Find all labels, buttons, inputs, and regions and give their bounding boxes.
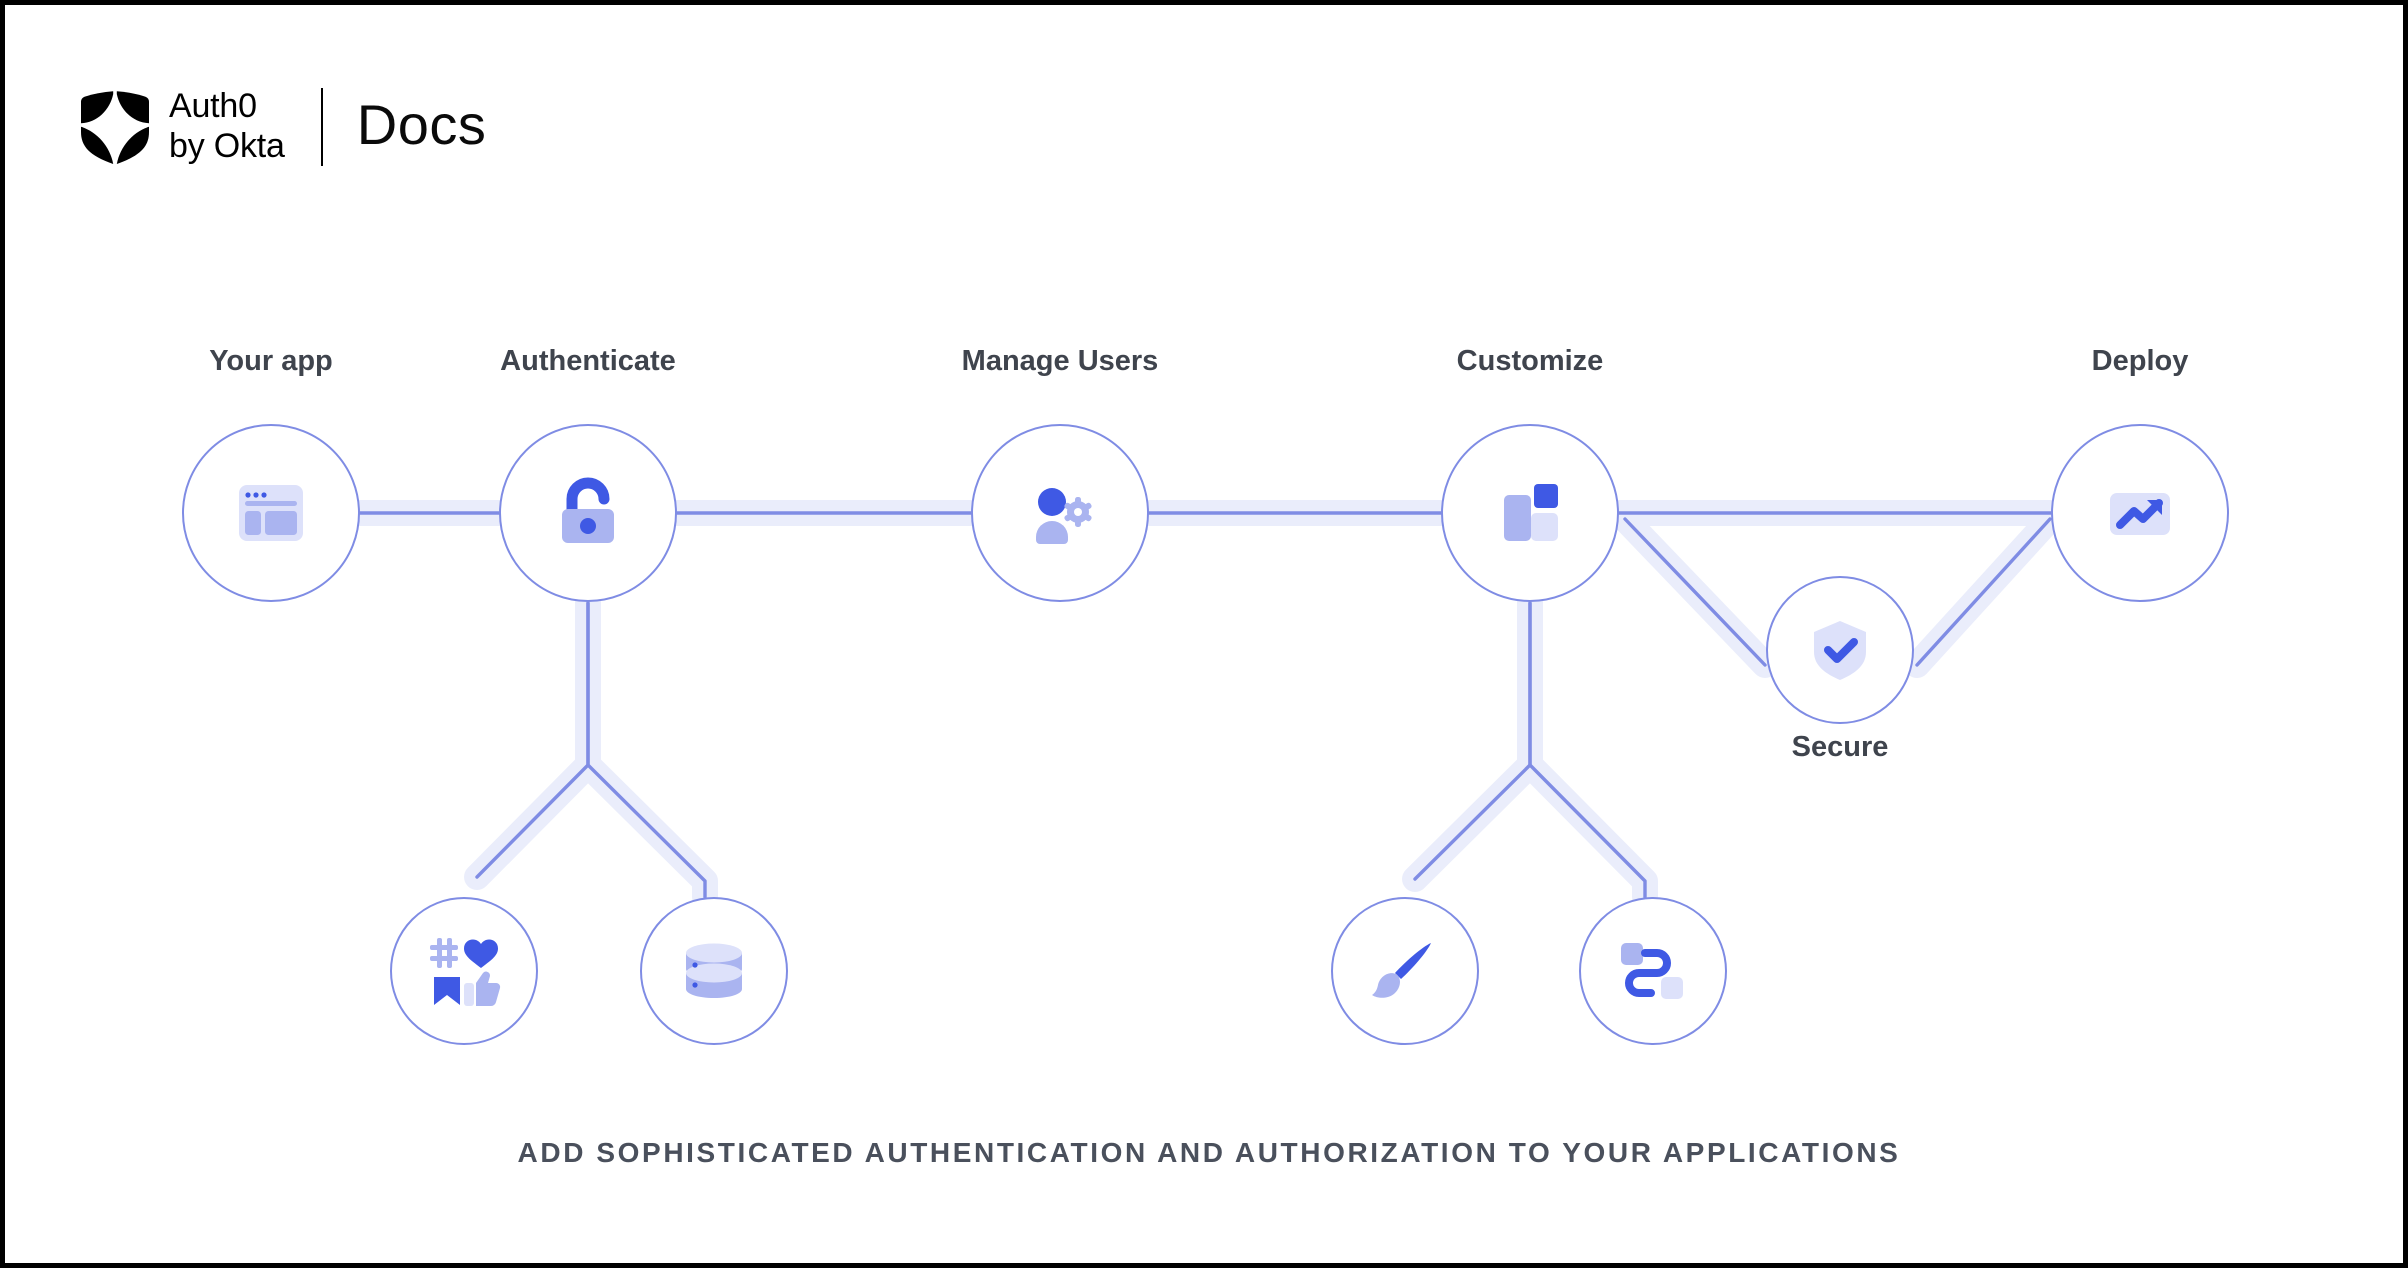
connector-halos <box>347 500 2064 910</box>
hashtag-icon <box>430 938 458 968</box>
node-label-your-app: Your app <box>209 345 333 377</box>
node-extensibility[interactable] <box>1579 897 1727 1045</box>
browser-window-icon <box>239 485 303 541</box>
node-label-authenticate: Authenticate <box>500 345 676 377</box>
layout-blocks-icon <box>1504 484 1558 541</box>
node-authenticate[interactable] <box>499 424 677 602</box>
user-gear-icon <box>1036 488 1092 544</box>
node-secure[interactable] <box>1766 576 1914 724</box>
node-label-manage-users: Manage Users <box>961 345 1159 377</box>
flow-diagram: Your app Authenticate Manage Users <box>5 5 2408 1273</box>
node-your-app[interactable] <box>182 424 360 602</box>
node-database[interactable] <box>640 897 788 1045</box>
unlocked-padlock-icon <box>562 477 614 543</box>
diagram-connectors <box>347 500 2064 910</box>
connector-lines <box>358 511 2053 899</box>
database-icon <box>686 943 742 998</box>
social-engagement-icon <box>430 938 501 1007</box>
brand-wordmark: Auth0 by Okta <box>169 87 285 167</box>
brand-name-line1: Auth0 <box>169 87 257 126</box>
bookmark-icon <box>434 977 460 1005</box>
shield-check-icon <box>1814 621 1866 680</box>
node-customize[interactable] <box>1441 424 1619 602</box>
node-branding[interactable] <box>1331 897 1479 1045</box>
heart-icon <box>464 939 498 968</box>
auth0-shield-logo-icon <box>81 91 149 164</box>
node-label-customize: Customize <box>1456 345 1604 377</box>
node-label-deploy: Deploy <box>2091 345 2189 377</box>
node-deploy[interactable] <box>2051 424 2229 602</box>
flow-connector-icon <box>1621 943 1683 999</box>
thumbs-up-icon <box>464 971 501 1007</box>
node-social[interactable] <box>390 897 538 1045</box>
brand-header[interactable]: Auth0 by Okta Docs <box>79 87 486 167</box>
product-title-docs: Docs <box>356 93 487 156</box>
brand-divider <box>320 88 323 166</box>
brand-name-line2: by Okta <box>169 127 285 165</box>
trending-up-icon <box>2110 493 2170 535</box>
node-manage-users[interactable] <box>971 424 1149 602</box>
paintbrush-icon <box>1372 943 1431 998</box>
diagram-caption: ADD SOPHISTICATED AUTHENTICATION AND AUT… <box>517 1137 1901 1168</box>
node-label-secure: Secure <box>1791 731 1889 763</box>
